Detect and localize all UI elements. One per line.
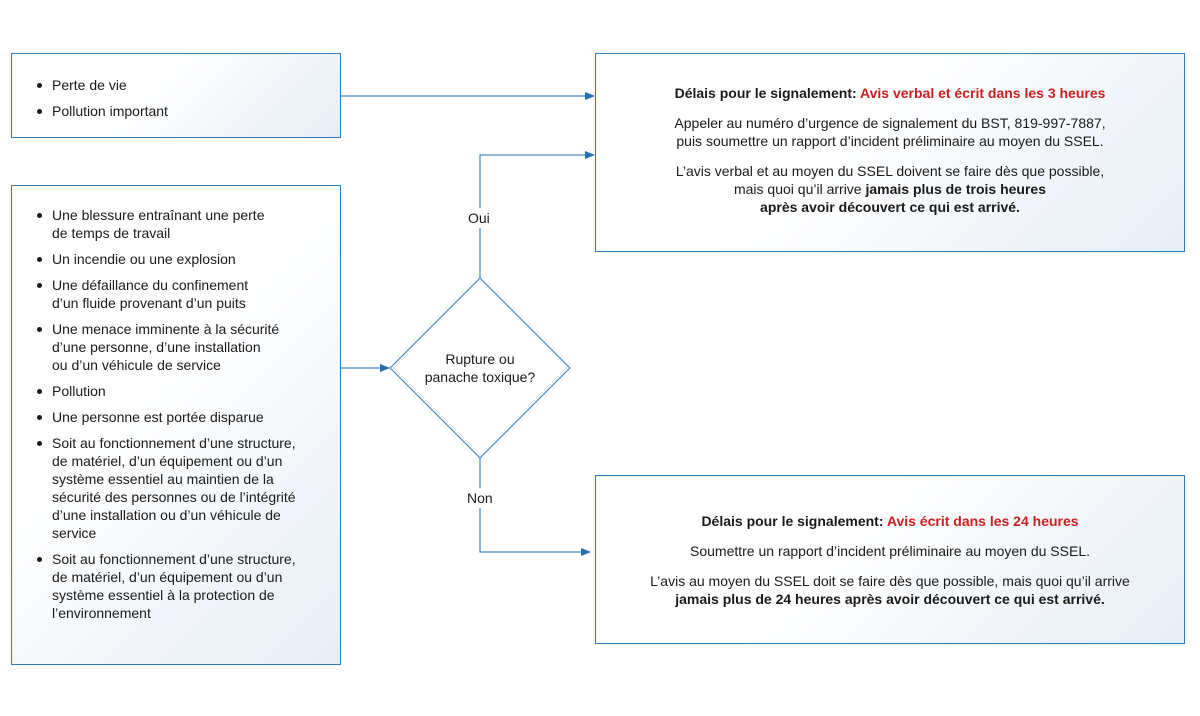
bullet-icon bbox=[37, 389, 42, 394]
decision-diamond bbox=[389, 277, 571, 459]
no-label: Non bbox=[463, 488, 497, 508]
outcome-24h-timing-text: L’avis au moyen du SSEL doit se faire dè… bbox=[650, 573, 1130, 589]
list-item-text: Pollution important bbox=[52, 103, 168, 119]
bullet-icon bbox=[37, 557, 42, 562]
bullet-icon bbox=[37, 213, 42, 218]
yes-label: Oui bbox=[464, 208, 494, 228]
list-item: Une défaillance du confinement d’un flui… bbox=[26, 276, 340, 312]
bullet-icon bbox=[37, 257, 42, 262]
list-item-text: Un incendie ou une explosion bbox=[52, 251, 236, 267]
box-outcome-24h: Délais pour le signalement: Avis écrit d… bbox=[595, 475, 1185, 644]
list-item-text: Une défaillance du confinement d’un flui… bbox=[52, 277, 249, 311]
outcome-24h-timing: L’avis au moyen du SSEL doit se faire dè… bbox=[606, 572, 1174, 608]
bullet-icon bbox=[37, 441, 42, 446]
incident-list: Une blessure entraînant une perte de tem… bbox=[26, 206, 340, 622]
outcome-3h-timing-emphasis: jamais plus de trois heures après avoir … bbox=[760, 181, 1046, 215]
list-item-text: Une blessure entraînant une perte de tem… bbox=[52, 207, 265, 241]
outcome-3h-heading-label: Délais pour le signalement: bbox=[674, 85, 861, 101]
outcome-3h-deadline: Avis verbal et écrit dans les 3 heures bbox=[860, 85, 1106, 101]
bullet-icon bbox=[37, 109, 42, 114]
outcome-24h-timing-emphasis: jamais plus de 24 heures après avoir déc… bbox=[675, 591, 1105, 607]
outcome-3h-timing-text: L’avis verbal et au moyen du SSEL doiven… bbox=[675, 163, 1105, 197]
list-item: Soit au fonctionnement d’une structure, … bbox=[26, 434, 340, 542]
outcome-24h-instructions: Soumettre un rapport d’incident prélimin… bbox=[690, 543, 1090, 559]
bullet-icon bbox=[37, 327, 42, 332]
list-item-text: Perte de vie bbox=[52, 77, 127, 93]
list-item-text: Une menace imminente à la sécurité d’une… bbox=[52, 321, 280, 373]
bullet-icon bbox=[37, 83, 42, 88]
list-item-text: Pollution bbox=[52, 383, 106, 399]
list-item-text: Une personne est portée disparue bbox=[52, 409, 264, 425]
list-item: Perte de vie bbox=[26, 76, 340, 94]
box-incident-list: Une blessure entraînant une perte de tem… bbox=[11, 185, 341, 665]
box-outcome-3h: Délais pour le signalement: Avis verbal … bbox=[595, 53, 1185, 252]
decision-text: Rupture ou panache toxique? bbox=[424, 351, 536, 385]
arrow-yes-to-3h bbox=[479, 151, 595, 278]
list-item-text: Soit au fonctionnement d’une structure, … bbox=[52, 435, 296, 541]
outcome-3h-instructions: Appeler au numéro d’urgence de signaleme… bbox=[674, 115, 1106, 149]
list-item: Soit au fonctionnement d’une structure, … bbox=[26, 550, 340, 622]
bullet-icon bbox=[37, 415, 42, 420]
outcome-3h-heading: Délais pour le signalement: Avis verbal … bbox=[606, 84, 1174, 102]
outcome-24h-heading: Délais pour le signalement: Avis écrit d… bbox=[606, 512, 1174, 530]
list-item: Une blessure entraînant une perte de tem… bbox=[26, 206, 340, 242]
list-item: Pollution important bbox=[26, 102, 340, 120]
list-item: Un incendie ou une explosion bbox=[26, 250, 340, 268]
outcome-24h-deadline: Avis écrit dans les 24 heures bbox=[886, 513, 1079, 529]
list-item-text: Soit au fonctionnement d’une structure, … bbox=[52, 551, 296, 621]
list-item: Pollution bbox=[26, 382, 340, 400]
outcome-3h-timing: L’avis verbal et au moyen du SSEL doiven… bbox=[606, 162, 1174, 216]
bullet-icon bbox=[37, 283, 42, 288]
list-item: Une personne est portée disparue bbox=[26, 408, 340, 426]
outcome-24h-heading-label: Délais pour le signalement: bbox=[701, 513, 887, 529]
list-item: Une menace imminente à la sécurité d’une… bbox=[26, 320, 340, 374]
